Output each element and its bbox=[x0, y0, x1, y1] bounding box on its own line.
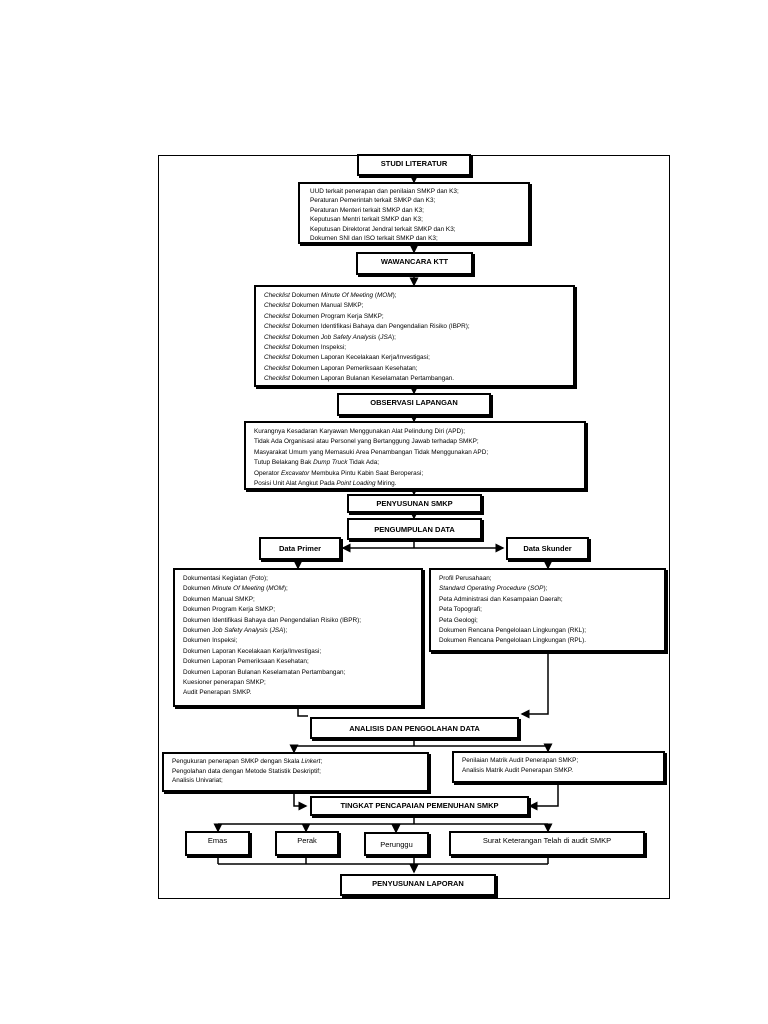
surat-keterangan-node: Surat Keterangan Telah di audit SMKP bbox=[449, 831, 645, 856]
data-primer-list: Dokumentasi Kegiatan (Foto); Dokumen Minu… bbox=[175, 570, 421, 703]
penyusunan-smkp-label: PENYUSUNAN SMKP bbox=[376, 499, 453, 508]
list-item: Checklist Dokumen Laporan Pemeriksaan Ke… bbox=[264, 364, 418, 372]
list-item: Peta Topografi; bbox=[439, 606, 482, 614]
list-item: Masyarakat Umum yang Memasuki Area Penam… bbox=[254, 448, 489, 456]
analisis-left-box: Pengukuran penerapan SMKP dengan Skala L… bbox=[162, 752, 429, 792]
list-item: Checklist Dokumen Identifikasi Bahaya da… bbox=[264, 323, 470, 331]
list-item: Peta Administrasi dan Kesampaian Daerah; bbox=[439, 595, 563, 603]
penyusunan-laporan-node: PENYUSUNAN LAPORAN bbox=[340, 874, 496, 896]
observasi-list: Kurangnya Kesadaran Karyawan Menggunakan… bbox=[246, 423, 584, 493]
analisis-right-list: Penilaian Matrik Audit Penerapan SMKP; An… bbox=[454, 753, 663, 778]
list-item: Profil Perusahaan; bbox=[439, 575, 492, 582]
wawancara-list: Checklist Dokumen Minute Of Meeting (MOM… bbox=[256, 287, 573, 389]
list-item: Dokumentasi Kegiatan (Foto); bbox=[183, 575, 268, 582]
studi-literatur-node: STUDI LITERATUR bbox=[357, 154, 471, 176]
list-item: Analisis Matrik Audit Penerapan SMKP. bbox=[462, 766, 574, 774]
list-item: Dokumen Inspeksi; bbox=[183, 637, 238, 645]
list-item: Dokumen Program Kerja SMKP; bbox=[183, 606, 275, 614]
list-item: Dokumen Laporan Bulanan Keselamatan Pert… bbox=[183, 668, 346, 676]
list-item: Checklist Dokumen Job Safety Analysis (J… bbox=[264, 333, 396, 341]
list-item: Checklist Dokumen Minute Of Meeting (MOM… bbox=[264, 292, 397, 299]
studi-literatur-label: STUDI LITERATUR bbox=[380, 159, 448, 168]
list-item: Checklist Dokumen Laporan Kecelakaan Ker… bbox=[264, 354, 430, 362]
pengumpulan-data-node: PENGUMPULAN DATA bbox=[347, 518, 482, 540]
perak-node: Perak bbox=[275, 831, 339, 856]
penyusunan-smkp-node: PENYUSUNAN SMKP bbox=[347, 494, 482, 513]
list-item: Dokumen Identifikasi Bahaya dan Pengenda… bbox=[183, 616, 361, 624]
list-item: UUD terkait penerapan dan penilaian SMKP… bbox=[310, 188, 459, 195]
list-item: Dokumen Laporan Kecelakaan Kerja/Investi… bbox=[183, 647, 322, 655]
observasi-node: OBSERVASI LAPANGAN bbox=[337, 393, 491, 416]
wawancara-label: WAWANCARA KTT bbox=[380, 257, 449, 266]
list-item: Dokumen Job Safety Analysis (JSA); bbox=[183, 627, 288, 635]
surat-keterangan-label: Surat Keterangan Telah di audit SMKP bbox=[482, 836, 612, 845]
list-item: Dokumen Minute Of Meeting (MOM); bbox=[183, 585, 288, 593]
data-skunder-label: Data Skunder bbox=[523, 544, 572, 553]
data-primer-list-box: Dokumentasi Kegiatan (Foto); Dokumen Minu… bbox=[173, 568, 423, 707]
data-primer-node: Data Primer bbox=[259, 537, 341, 560]
list-item: Peraturan Pemerintah terkait SMKP dan K3… bbox=[310, 197, 436, 205]
analisis-label: ANALISIS DAN PENGOLAHAN DATA bbox=[349, 723, 480, 733]
list-item: Analisis Univariat; bbox=[172, 777, 223, 785]
pengumpulan-data-label: PENGUMPULAN DATA bbox=[374, 524, 455, 534]
observasi-label: OBSERVASI LAPANGAN bbox=[370, 398, 458, 407]
list-item: Tutup Belakang Bak Dump Truck Tidak Ada; bbox=[254, 459, 380, 467]
list-item: Dokumen Rencana Pengelolaan Lingkungan (… bbox=[439, 627, 587, 635]
data-skunder-list-box: Profil Perusahaan; Standard Operating Pro… bbox=[429, 568, 666, 652]
analisis-left-list: Pengukuran penerapan SMKP dengan Skala L… bbox=[164, 754, 427, 789]
list-item: Dokumen Manual SMKP; bbox=[183, 595, 255, 603]
emas-label: Emas bbox=[207, 836, 228, 845]
list-item: Audit Penerapan SMKP. bbox=[183, 689, 252, 697]
studi-literatur-list: UUD terkait penerapan dan penilaian SMKP… bbox=[300, 184, 528, 246]
studi-literatur-list-box: UUD terkait penerapan dan penilaian SMKP… bbox=[298, 182, 530, 244]
list-item: Tidak Ada Organisasi atau Personel yang … bbox=[254, 438, 479, 446]
data-primer-label: Data Primer bbox=[278, 544, 322, 553]
list-item: Posisi Unit Alat Angkut Pada Point Loadi… bbox=[254, 480, 397, 488]
list-item: Kurangnya Kesadaran Karyawan Menggunakan… bbox=[254, 428, 466, 435]
wawancara-list-box: Checklist Dokumen Minute Of Meeting (MOM… bbox=[254, 285, 575, 387]
tingkat-pencapaian-node: TINGKAT PENCAPAIAN PEMENUHAN SMKP bbox=[310, 796, 529, 816]
data-skunder-node: Data Skunder bbox=[506, 537, 589, 560]
emas-node: Emas bbox=[185, 831, 250, 856]
list-item: Keputusan Direktorat Jendral terkait SMK… bbox=[310, 225, 456, 233]
list-item: Pengolahan data dengan Metode Statistik … bbox=[172, 767, 321, 775]
observasi-list-box: Kurangnya Kesadaran Karyawan Menggunakan… bbox=[244, 421, 586, 490]
list-item: Penilaian Matrik Audit Penerapan SMKP; bbox=[462, 757, 579, 764]
analisis-right-box: Penilaian Matrik Audit Penerapan SMKP; An… bbox=[452, 751, 665, 783]
list-item: Standard Operating Procedure (SOP); bbox=[439, 585, 548, 593]
list-item: Checklist Dokumen Manual SMKP; bbox=[264, 302, 364, 310]
list-item: Peraturan Menteri terkait SMKP dan K3; bbox=[310, 206, 424, 214]
list-item: Checklist Dokumen Program Kerja SMKP; bbox=[264, 312, 384, 320]
wawancara-node: WAWANCARA KTT bbox=[356, 252, 473, 275]
perunggu-node: Perunggu bbox=[364, 832, 429, 856]
perunggu-label: Perunggu bbox=[380, 840, 413, 849]
list-item: Dokumen SNI dan ISO terkait SMKP dan K3; bbox=[310, 235, 438, 243]
list-item: Dokumen Rencana Pengelolaan Lingkungan (… bbox=[439, 637, 587, 645]
perak-label: Perak bbox=[297, 836, 317, 845]
list-item: Dokumen Laporan Pemeriksaan Kesehatan; bbox=[183, 658, 309, 666]
list-item: Operator Excavator Membuka Pintu Kabin S… bbox=[254, 469, 424, 477]
list-item: Kuesioner penerapan SMKP; bbox=[183, 679, 266, 687]
analisis-node: ANALISIS DAN PENGOLAHAN DATA bbox=[310, 717, 519, 739]
data-skunder-list: Profil Perusahaan; Standard Operating Pro… bbox=[431, 570, 664, 651]
list-item: Peta Geologi; bbox=[439, 616, 478, 624]
list-item: Keputusan Mentri terkait SMKP dan K3; bbox=[310, 216, 423, 224]
list-item: Checklist Dokumen Laporan Bulanan Kesela… bbox=[264, 375, 455, 383]
list-item: Checklist Dokumen Inspeksi; bbox=[264, 344, 347, 352]
tingkat-pencapaian-label: TINGKAT PENCAPAIAN PEMENUHAN SMKP bbox=[340, 801, 499, 810]
penyusunan-laporan-label: PENYUSUNAN LAPORAN bbox=[372, 879, 464, 888]
list-item: Pengukuran penerapan SMKP dengan Skala L… bbox=[172, 758, 323, 765]
